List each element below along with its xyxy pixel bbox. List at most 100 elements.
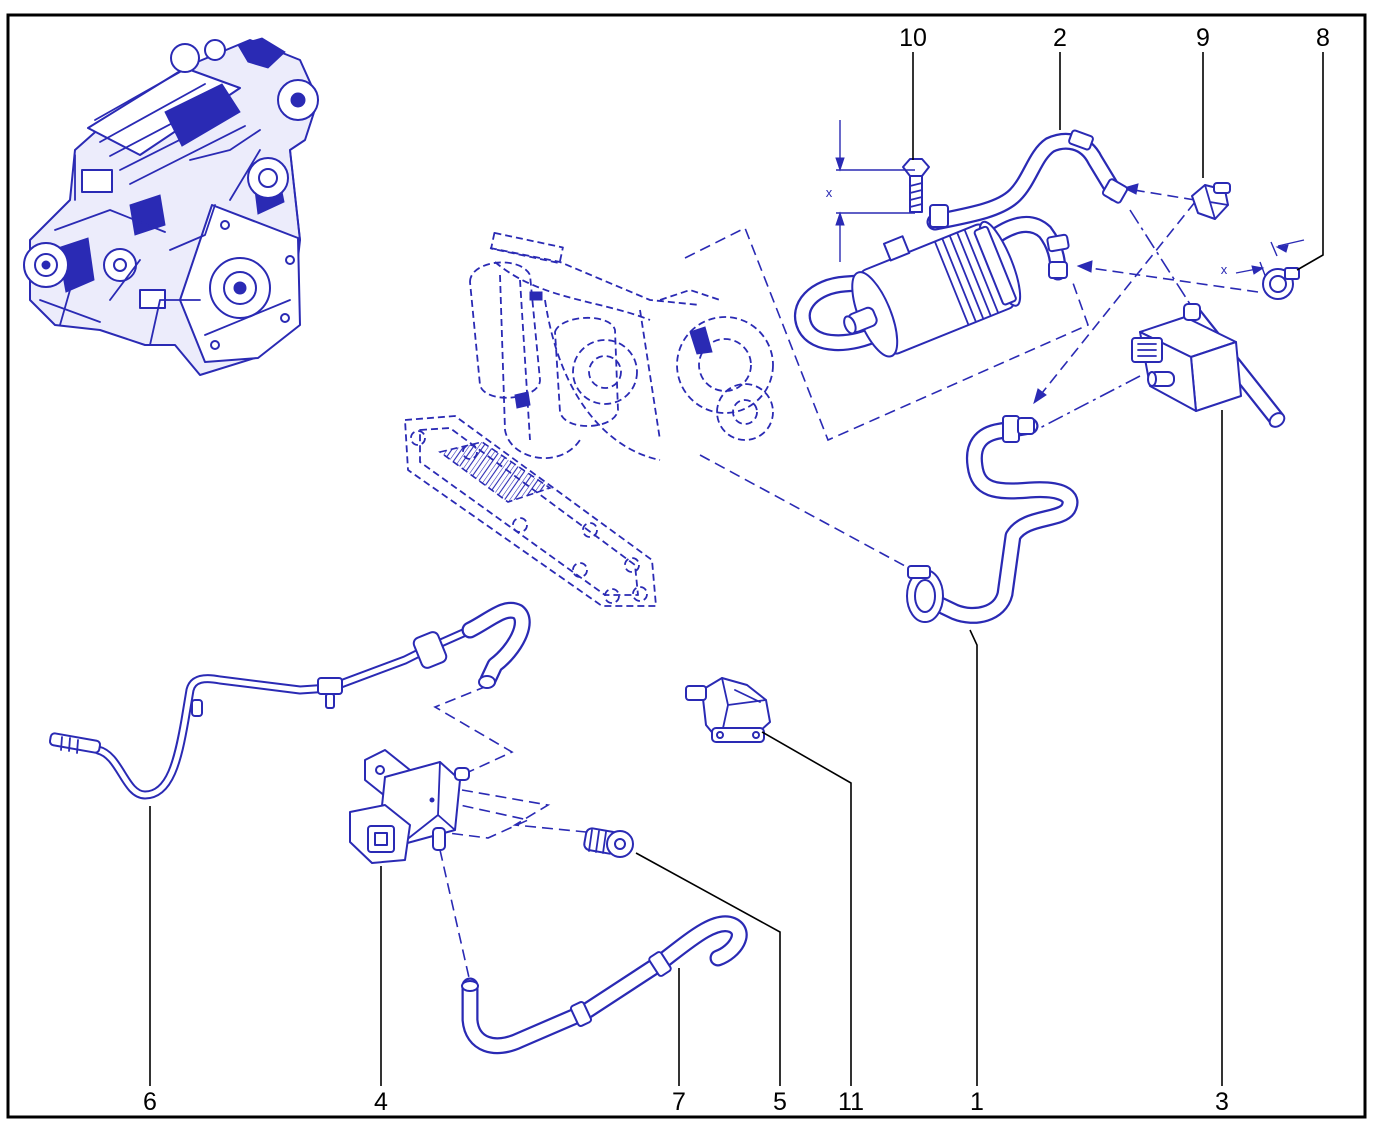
solenoid-to-bolt-5-line — [461, 789, 587, 833]
manifold-runner — [554, 316, 619, 427]
valve-3-nozzle-end — [1147, 371, 1157, 387]
pipe-6-hose-end — [478, 675, 496, 689]
callout-5: 5 — [773, 1088, 787, 1116]
callout-3: 3 — [1215, 1088, 1229, 1116]
turbo-dark-detail — [529, 291, 543, 301]
clip-8-to-hose-line — [1082, 266, 1259, 293]
valve-3-tube-end — [1268, 412, 1286, 428]
leader-5 — [635, 852, 781, 1086]
engine-top-fitting-small — [204, 39, 226, 61]
engine-cam-pulley-hub — [113, 258, 127, 272]
engine-pump-hub — [290, 92, 306, 108]
part-7-hose — [461, 924, 739, 1046]
sensor-11-hole — [752, 731, 760, 739]
bolt-10-head — [902, 158, 930, 177]
hose-2-to-valve-3-line — [1129, 209, 1196, 313]
hose-7-outline — [470, 924, 739, 1046]
clip-9-to-hose-1-line — [1037, 201, 1196, 399]
engine-dark-detail — [164, 83, 241, 147]
manifold-hole — [624, 557, 640, 573]
manifold-runner — [469, 261, 541, 399]
engine-pulley-left-hub — [41, 260, 51, 270]
manifold-flange — [404, 415, 657, 607]
callout-7: 7 — [672, 1088, 686, 1116]
bolt-5-socket — [614, 838, 626, 850]
arrowhead — [1033, 388, 1047, 405]
diagram-frame — [6, 13, 1367, 1119]
hose-7-ring — [648, 951, 672, 977]
hose-clamp — [1068, 129, 1094, 151]
dimension-clip-8: x — [1221, 239, 1305, 279]
dimension-line — [1235, 239, 1305, 279]
engine-bracket — [81, 169, 113, 193]
dimension-label-x: x — [826, 185, 833, 200]
engine-bolt — [280, 313, 290, 323]
bolt-10-thread — [909, 182, 923, 208]
callout-10: 10 — [899, 24, 927, 52]
callout-9: 9 — [1196, 24, 1210, 52]
turbo-dark-detail — [689, 326, 713, 355]
engine-bolt — [210, 340, 220, 350]
turbo-top-fitting — [490, 231, 564, 265]
turbo-dark-detail — [514, 391, 531, 409]
hose-7-end — [461, 980, 479, 992]
manifold-hole — [582, 522, 598, 538]
clip-8-tab — [1284, 267, 1300, 280]
engine-assembly — [23, 37, 319, 376]
callout-6: 6 — [143, 1088, 157, 1116]
compressor-outlet-bore — [732, 399, 758, 425]
hose-1-bottom-clamp-inner — [914, 579, 936, 613]
clip-9-to-hose-2-line — [1127, 188, 1196, 201]
part-10-bolt — [902, 158, 930, 213]
part-2-canister-assembly — [802, 129, 1129, 358]
part-8-ring-clip — [1262, 267, 1300, 300]
engine-bolt — [220, 220, 230, 230]
engine-sump-detail — [139, 289, 166, 309]
sensor-11-body — [701, 677, 771, 743]
leader-lines — [149, 52, 1324, 1086]
leader-11 — [761, 731, 852, 1086]
callout-labels: 10 2 9 8 6 4 7 5 11 1 3 — [143, 24, 1330, 1116]
hose-1-clamp-tab — [907, 565, 931, 579]
manifold-gasket-inner — [419, 427, 639, 596]
dimension-bolt-10: x — [826, 120, 915, 262]
sensor-11-tab — [685, 685, 707, 701]
callout-4: 4 — [374, 1088, 388, 1116]
engine-dark-detail — [237, 37, 286, 69]
solenoid-to-hose-7-line — [439, 849, 471, 983]
hose-1-fill — [932, 426, 1070, 615]
dimension-label-x: x — [1221, 262, 1228, 277]
part-3-valve — [1131, 303, 1286, 428]
canister-body — [843, 220, 1022, 358]
dimension-arrowhead — [835, 157, 845, 172]
hose-clamp — [1046, 233, 1070, 253]
part-11-sensor — [685, 677, 771, 743]
solenoid-socket-inner — [374, 832, 388, 846]
part-9-clip — [1191, 182, 1231, 220]
canister-nozzle-end — [843, 315, 857, 335]
clip-9-nozzle — [1213, 182, 1231, 194]
callout-11: 11 — [838, 1088, 864, 1116]
compressor-outlet — [716, 383, 774, 441]
part-4-solenoid-valve — [349, 749, 470, 864]
manifold-hole — [410, 430, 426, 446]
pipe-6-fitting-ridges — [60, 736, 79, 754]
hose-1-to-turbo-line — [699, 454, 906, 567]
engine-head-lines — [94, 71, 246, 185]
leader-1 — [969, 629, 978, 1086]
pipe-6-to-solenoid-line — [433, 685, 514, 776]
valve-3-to-hose-1-line — [1035, 375, 1141, 431]
hose-7-ring — [569, 1001, 593, 1027]
manifold-hole — [572, 562, 588, 578]
heat-shield-lines — [489, 247, 721, 461]
manifold-hatched-area — [438, 441, 552, 503]
dimension-arrowhead — [1251, 265, 1265, 275]
part-6-pipe — [48, 610, 522, 795]
pipe-6-clip-stem — [325, 693, 335, 709]
hose-end-fitting — [1101, 178, 1129, 204]
solenoid-to-bolt-5-line — [439, 801, 531, 839]
hose-end-fitting — [1048, 261, 1068, 279]
callout-1: 1 — [970, 1088, 984, 1116]
canister-top-port — [882, 235, 911, 262]
